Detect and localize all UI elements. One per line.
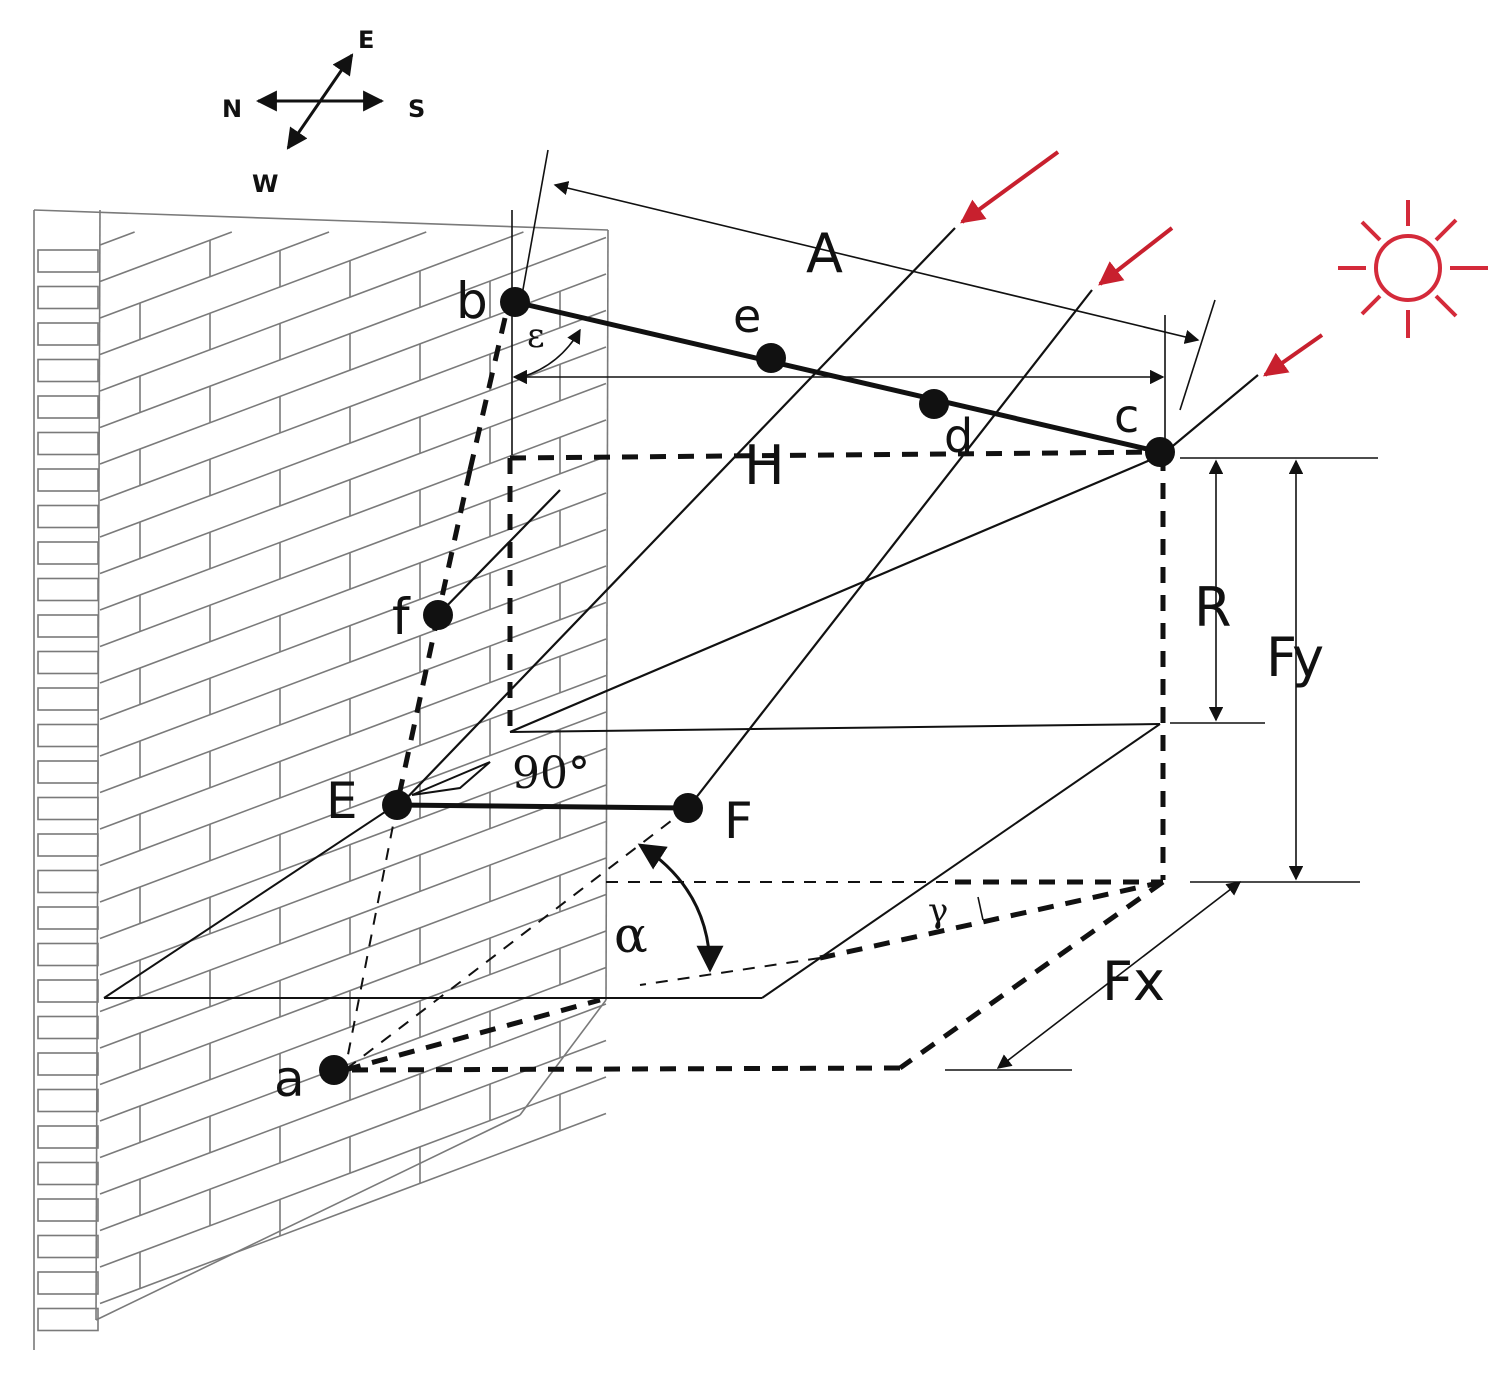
label-point-a: a [274, 1050, 305, 1108]
compass-west-label: W [252, 170, 278, 198]
label-point-c: c [1114, 389, 1139, 443]
label-angle-alpha: α [614, 906, 648, 964]
label-point-d: d [944, 409, 973, 463]
ground-plane [103, 723, 1161, 999]
ray-line-d [687, 289, 1093, 809]
sun-icon [1338, 200, 1488, 338]
ray-line-f [437, 489, 561, 616]
label-point-F: F [724, 792, 753, 850]
label-point-e: e [733, 289, 761, 343]
compass-east-label: E [358, 26, 374, 54]
point-a [319, 1055, 349, 1085]
brick-wall [33, 209, 609, 1350]
point-f [423, 600, 453, 630]
compass-north-label: N [222, 95, 242, 123]
point-d [919, 389, 949, 419]
sun-ray-arrows [960, 150, 1324, 377]
point-E [382, 790, 412, 820]
edge-E-F [396, 802, 689, 811]
dimension-lines [411, 149, 1378, 1071]
label-point-b: b [456, 272, 488, 330]
label-dimension-A: A [806, 222, 843, 285]
label-dimension-Fx: Fx [1102, 950, 1165, 1013]
label-point-f: f [392, 588, 411, 646]
point-F [673, 793, 703, 823]
red-arrow-3 [1263, 333, 1324, 377]
point-b [500, 287, 530, 317]
compass-south-label: S [408, 95, 425, 123]
red-arrow-1 [960, 150, 1060, 224]
label-dimension-Fy: Fy [1266, 626, 1324, 689]
label-angle-epsilon: ε [527, 316, 545, 356]
label-dimension-H: H [744, 434, 785, 497]
label-angle-right: 90° [512, 748, 590, 799]
red-arrow-2 [1098, 226, 1174, 286]
point-e [756, 343, 786, 373]
points [319, 287, 1175, 1085]
point-c [1145, 437, 1175, 467]
dashed-construction-lines [344, 317, 1166, 1073]
thin-dashed-lines [344, 804, 955, 1071]
label-dimension-R: R [1194, 576, 1232, 639]
ray-line-c [509, 453, 1163, 734]
label-angle-gamma: γ [928, 891, 948, 931]
label-point-E: E [326, 772, 358, 830]
sun-ray-lines [399, 227, 1259, 809]
compass-icon [255, 53, 385, 150]
